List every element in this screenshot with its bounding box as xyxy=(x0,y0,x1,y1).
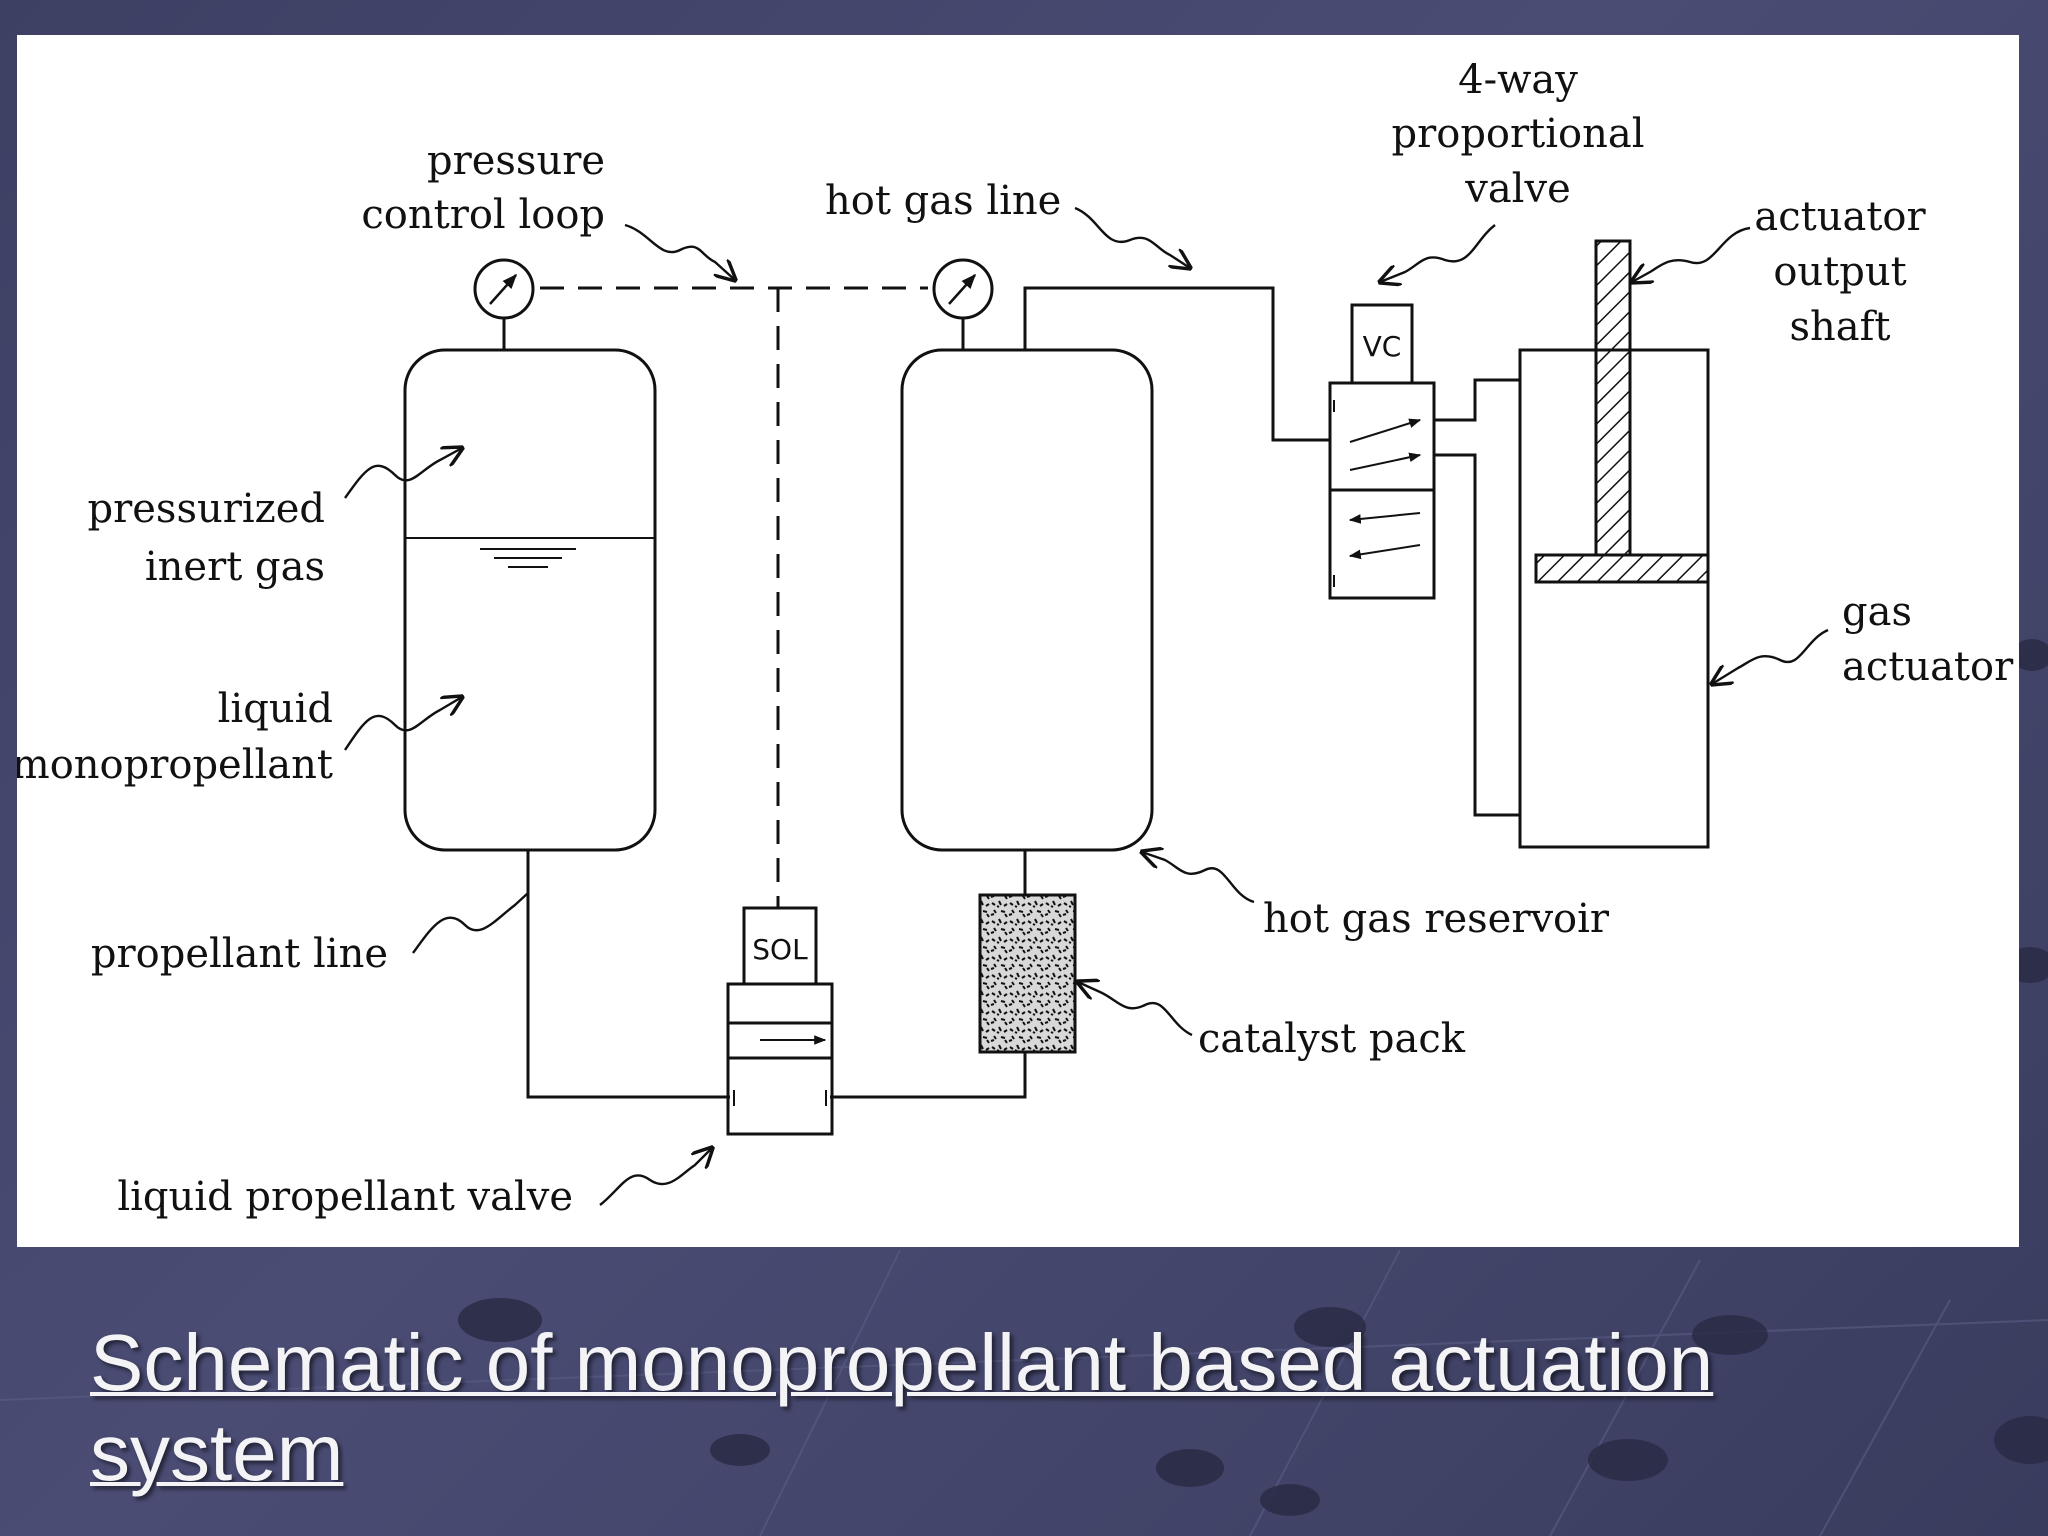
pressure-gauge-icon xyxy=(473,258,535,350)
arrow-icon xyxy=(599,1148,712,1206)
label-inert-gas-line2: inert gas xyxy=(145,544,325,590)
label-hot-gas-line: hot gas line xyxy=(825,178,1061,224)
hot-gas-reservoir-tank xyxy=(900,348,1154,852)
feed-line xyxy=(830,1052,1027,1099)
pressure-gauge-icon xyxy=(932,258,994,350)
label-gas-actuator-line1: gas xyxy=(1842,589,1912,635)
actuator-piston xyxy=(1534,553,1710,584)
label-pressure-line2: control loop xyxy=(361,192,605,238)
schematic-diagram: SOL VC pressure control loop hot gas lin… xyxy=(17,57,2014,1220)
label-gas-actuator-line2: actuator xyxy=(1842,644,2014,690)
arrow-icon xyxy=(1380,224,1496,282)
label-valve-line1: 4-way xyxy=(1458,57,1578,103)
label-catalyst-pack: catalyst pack xyxy=(1198,1016,1466,1062)
label-liquid-line1: liquid xyxy=(218,686,333,732)
liquid-propellant-valve xyxy=(726,906,834,1136)
hot-gas-line xyxy=(1023,286,1330,442)
label-hot-gas-reservoir: hot gas reservoir xyxy=(1263,896,1610,942)
label-valve-line2: proportional xyxy=(1392,111,1645,157)
label-liquid-line2: monopropellant xyxy=(17,742,333,788)
proportional-valve xyxy=(1328,303,1436,600)
liquid-surface-symbol xyxy=(480,548,576,568)
label-propellant-line: propellant line xyxy=(91,931,388,977)
diagram-panel: SOL VC pressure control loop hot gas lin… xyxy=(17,35,2019,1247)
arrow-icon xyxy=(344,697,462,751)
label-inert-gas-line1: pressurized xyxy=(88,486,325,532)
label-shaft-line2: output xyxy=(1773,249,1906,295)
sol-label: SOL xyxy=(752,933,808,966)
arrow-icon xyxy=(1712,628,1829,684)
arrow-icon xyxy=(412,892,529,954)
label-shaft-line1: actuator xyxy=(1754,194,1926,240)
arrow-icon xyxy=(1074,206,1190,268)
pressure-control-loop-line xyxy=(540,286,928,908)
arrow-icon xyxy=(1632,226,1751,282)
label-liquid-propellant-valve: liquid propellant valve xyxy=(117,1174,573,1220)
label-pressure-line1: pressure xyxy=(427,138,605,184)
propellant-line xyxy=(526,850,730,1099)
propellant-tank xyxy=(403,348,657,852)
slide-title: Schematic of monopropellant based actuat… xyxy=(90,1318,1714,1497)
label-shaft-line3: shaft xyxy=(1789,304,1890,350)
arrow-icon xyxy=(1078,982,1193,1037)
arrow-icon xyxy=(1142,852,1255,904)
arrow-icon xyxy=(624,223,735,280)
actuator-output-shaft xyxy=(1594,239,1632,557)
catalyst-hatch-icon xyxy=(978,893,1077,1054)
arrow-icon xyxy=(344,448,462,499)
vc-label: VC xyxy=(1363,330,1402,363)
label-valve-line3: valve xyxy=(1464,166,1571,212)
